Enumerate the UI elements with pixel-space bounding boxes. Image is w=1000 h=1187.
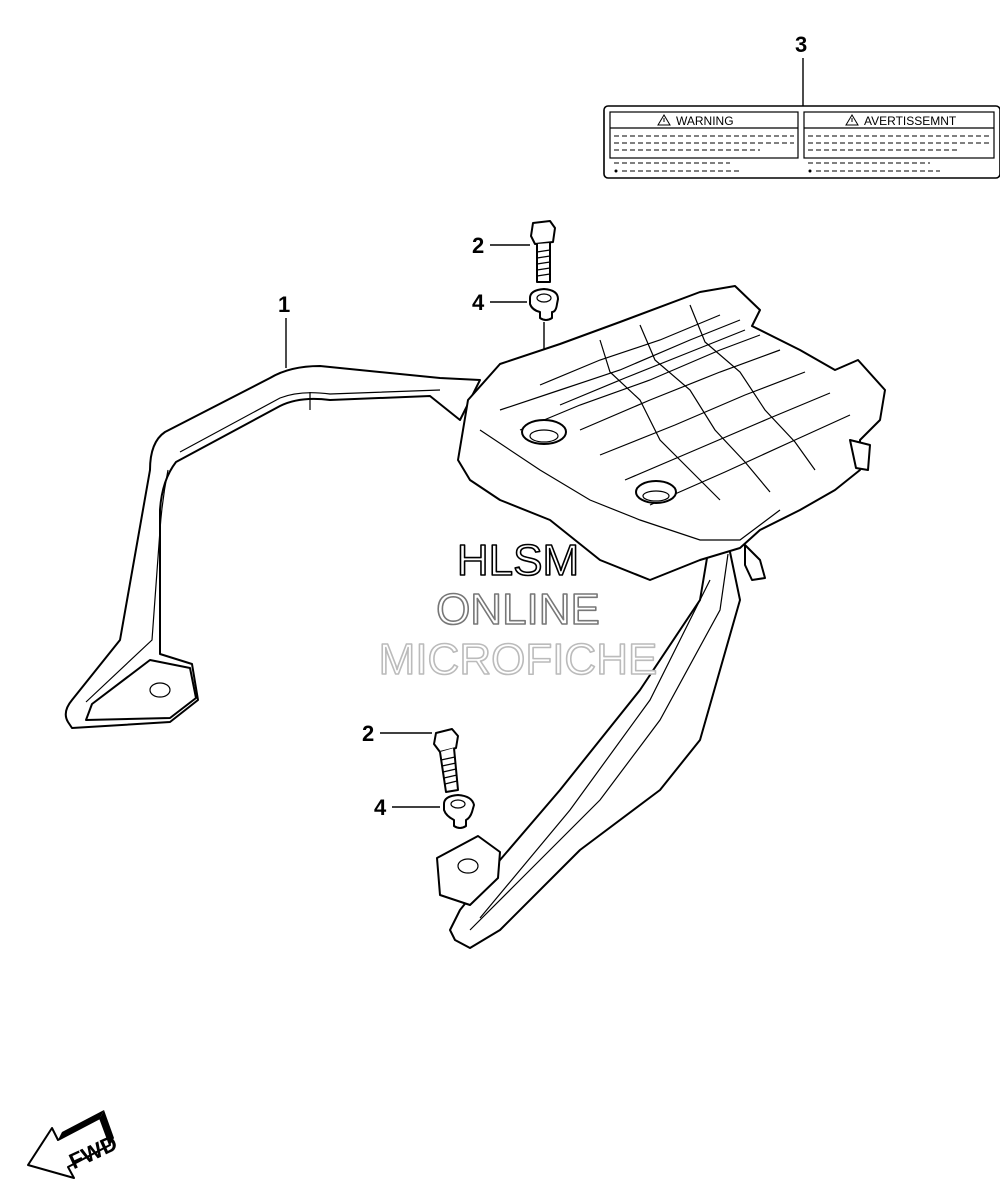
callout-4-lower: 4: [374, 795, 387, 820]
warning-title: WARNING: [676, 114, 734, 128]
callout-3: 3: [795, 32, 807, 57]
warning-triangle-icon: [845, 114, 859, 126]
watermark: HLSM ONLINE MICROFICHE: [378, 535, 658, 685]
warning-triangle-icon: [657, 114, 671, 126]
warning-label: WARNING AVERTISSEMNT: [603, 105, 1000, 179]
callout-2-lower: 2: [362, 721, 374, 746]
watermark-line-1: HLSM: [457, 536, 579, 585]
callout-1: 1: [278, 292, 290, 317]
callout-2-upper: 2: [472, 233, 484, 258]
forward-arrow-icon: FWD: [27, 1110, 121, 1179]
washer-lower: [443, 794, 475, 829]
watermark-line-3: MICROFICHE: [379, 635, 658, 684]
callout-4-upper: 4: [472, 290, 485, 315]
watermark-line-2: ONLINE: [436, 585, 600, 634]
rear-carrier: [64, 285, 886, 949]
avertissement-title: AVERTISSEMNT: [864, 114, 957, 128]
bolt-lower: [433, 728, 459, 793]
bolt-upper: [530, 220, 556, 283]
washer-upper: [529, 288, 559, 321]
